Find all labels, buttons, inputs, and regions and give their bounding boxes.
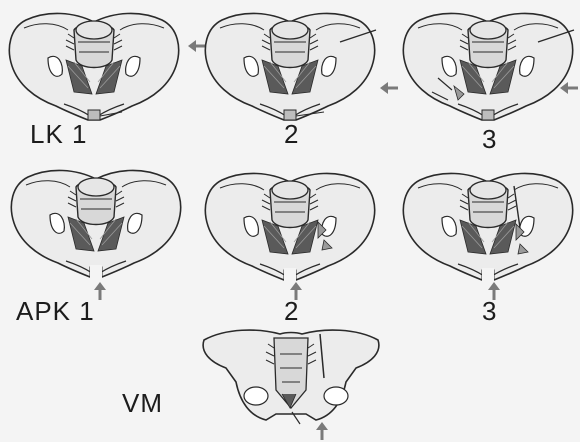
apk2-pelvis (205, 173, 374, 282)
lk1-pelvis (9, 13, 178, 120)
apk1-arrow (94, 282, 106, 300)
vm-pelvis (203, 330, 379, 424)
label-apk1: APK 1 (16, 296, 95, 326)
label-apk2: 2 (284, 296, 298, 326)
label-apk3: 3 (482, 296, 496, 326)
lk3-arrow (560, 82, 578, 94)
label-lk3: 3 (482, 124, 496, 154)
lk3-pelvis (403, 13, 574, 120)
apk3-pelvis (403, 173, 572, 282)
vm-arrow (316, 422, 328, 440)
lk2-pelvis (205, 13, 376, 120)
lk2-arrow (380, 82, 398, 94)
label-vm: VM (122, 388, 163, 418)
label-lk1: LK 1 (30, 119, 88, 149)
lk1-arrow (188, 40, 206, 52)
label-lk2: 2 (284, 119, 298, 149)
apk1-pelvis (11, 170, 180, 279)
